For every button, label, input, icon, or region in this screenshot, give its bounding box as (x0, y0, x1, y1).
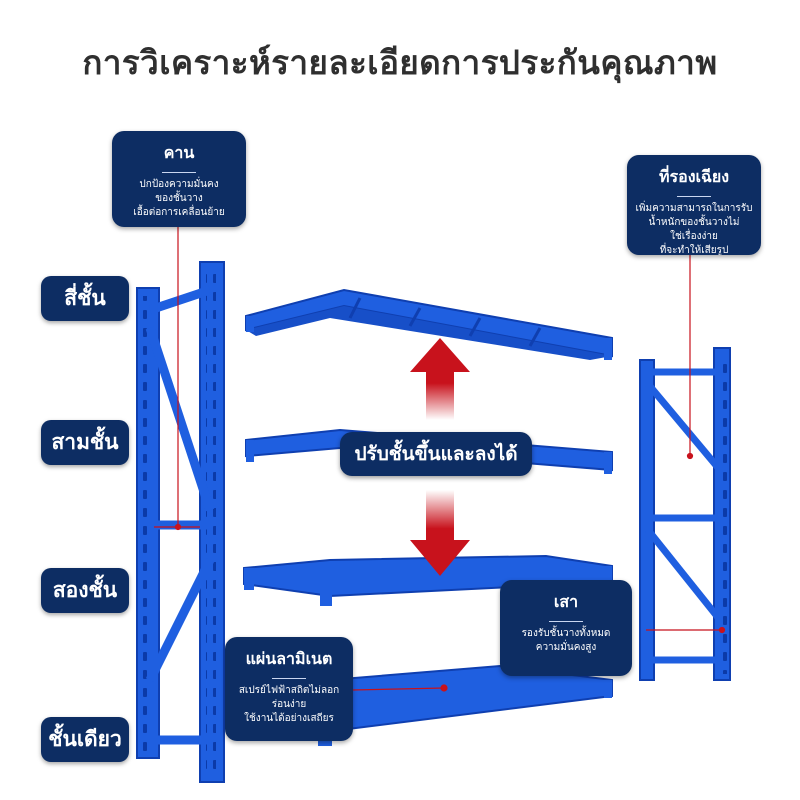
page-title: การวิเคราะห์รายละเอียดการประกันคุณภาพ (82, 43, 718, 82)
tier-label-two: สองชั้น (41, 568, 129, 613)
divider (549, 621, 583, 622)
divider (677, 196, 711, 197)
left-frame (136, 261, 225, 783)
leader-lines (154, 210, 726, 692)
laminate-callout-desc: สเปรย์ไฟฟ้าสถิตไม่ลอกร่อนง่าย ใช้งานได้อ… (238, 685, 340, 724)
tier-label-three: สามชั้น (41, 420, 129, 465)
beam-callout-title: คาน (163, 143, 195, 162)
beam-callout: คาน ปกป้องความมั่นคง ของชั้นวาง เอื้อต่อ… (112, 131, 246, 227)
post-callout: เสา รองรับชั้นวางทั้งหมด ความมั่นคงสูง (500, 580, 632, 676)
tier-label-one: ชั้นเดียว (41, 717, 129, 762)
right-frame (639, 347, 731, 681)
tier-label-four: สี่ชั้น (41, 276, 129, 321)
laminate-callout-title: แผ่นลามิเนต (245, 649, 333, 668)
brace-callout: ที่รองเฉียง เพิ่มความสามารถในการรับ น้ำห… (627, 155, 761, 255)
divider (272, 678, 306, 679)
laminate-callout: แผ่นลามิเนต สเปรย์ไฟฟ้าสถิตไม่ลอกร่อนง่า… (225, 637, 353, 741)
post-callout-title: เสา (553, 592, 579, 611)
post-callout-desc: รองรับชั้นวางทั้งหมด ความมั่นคงสูง (521, 628, 611, 653)
arrow-down-icon (410, 490, 470, 576)
brace-callout-desc: เพิ่มความสามารถในการรับ น้ำหนักของชั้นวา… (635, 203, 753, 255)
arrow-up-icon (410, 338, 470, 420)
beam-callout-desc: ปกป้องความมั่นคง ของชั้นวาง เอื้อต่อการเ… (133, 179, 225, 218)
shelf-top (245, 288, 613, 360)
divider (162, 172, 196, 173)
brace-callout-title: ที่รองเฉียง (658, 167, 730, 186)
adjustable-banner: ปรับชั้นขึ้นและลงได้ (340, 432, 532, 476)
